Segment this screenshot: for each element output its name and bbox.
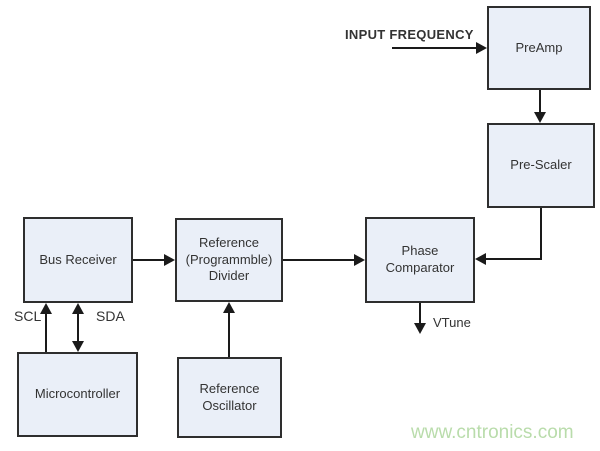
arrowhead-down-icon (414, 323, 426, 334)
arrowhead-right-icon (164, 254, 175, 266)
arrowhead-right-icon (476, 42, 487, 54)
block-preamp: PreAmp (487, 6, 591, 90)
arrowhead-down-icon (534, 112, 546, 123)
block-phase-comparator: Phase Comparator (365, 217, 475, 303)
arrowhead-up-icon (40, 303, 52, 314)
block-bus-receiver-label: Bus Receiver (39, 251, 117, 267)
connector-prescaler-to-phase-comparator (486, 258, 542, 260)
input-frequency-label: INPUT FREQUENCY (345, 27, 474, 42)
block-reference-oscillator-label: Reference Oscillator (199, 380, 260, 413)
arrowhead-left-icon (475, 253, 486, 265)
arrowhead-right-icon (354, 254, 365, 266)
block-pre-scaler: Pre-Scaler (487, 123, 595, 208)
connector-preamp-to-prescaler (539, 90, 541, 112)
block-microcontroller-label: Microcontroller (34, 386, 121, 402)
scl-line (45, 313, 47, 352)
block-reference-oscillator: Reference Oscillator (177, 357, 282, 438)
connector-input-to-preamp (392, 47, 476, 49)
block-phase-comparator-label: Phase Comparator (385, 243, 455, 275)
block-bus-receiver: Bus Receiver (23, 217, 133, 303)
connector-divider-to-phase-comparator (283, 259, 354, 261)
block-reference-divider-label: Reference (Programmble) Divider (185, 234, 273, 284)
connector-oscillator-to-divider (228, 313, 230, 357)
arrowhead-up-icon (223, 302, 235, 313)
sda-line (77, 313, 79, 342)
sda-label: SDA (96, 308, 125, 324)
block-preamp-label: PreAmp (515, 39, 563, 55)
vtune-label: VTune (433, 315, 471, 330)
watermark-text: www.cntronics.com (411, 422, 574, 443)
block-microcontroller: Microcontroller (17, 352, 138, 437)
scl-label: SCL (14, 308, 42, 324)
connector-busreceiver-to-divider (133, 259, 164, 261)
arrowhead-up-icon (72, 303, 84, 314)
block-reference-divider: Reference (Programmble) Divider (175, 218, 283, 302)
block-pre-scaler-label: Pre-Scaler (510, 157, 572, 173)
vtune-line (419, 303, 421, 324)
arrowhead-down-icon (72, 341, 84, 352)
connector-prescaler-down (540, 208, 542, 260)
